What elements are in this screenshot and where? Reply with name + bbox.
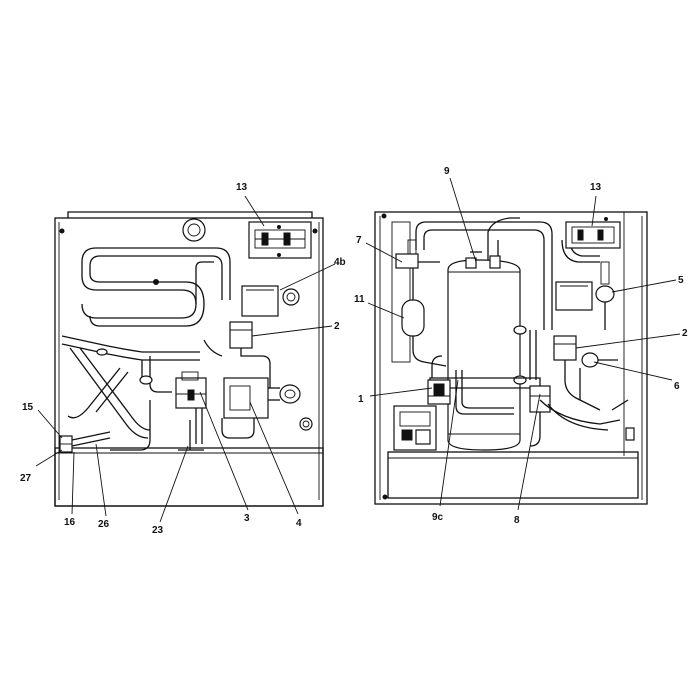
terminal-block-13-right bbox=[565, 217, 621, 249]
callout-2-right: 2 bbox=[682, 328, 688, 339]
screw-icon bbox=[382, 494, 388, 500]
valve-3 bbox=[175, 371, 207, 444]
callout-27: 27 bbox=[20, 473, 32, 484]
valve-2-right bbox=[553, 335, 601, 411]
electrical-box bbox=[393, 405, 437, 451]
callout-26: 26 bbox=[98, 519, 110, 530]
screw-icon bbox=[312, 228, 318, 234]
component-4b bbox=[241, 285, 300, 317]
callout-9: 9 bbox=[444, 166, 450, 177]
screw-icon bbox=[381, 213, 387, 219]
valve-2 bbox=[229, 321, 271, 388]
screw-icon bbox=[59, 228, 65, 234]
left-assembly bbox=[35, 195, 336, 523]
callout-8: 8 bbox=[514, 515, 520, 526]
callout-11: 11 bbox=[354, 294, 365, 305]
callout-9c: 9c bbox=[432, 512, 444, 523]
fitting-6 bbox=[579, 352, 618, 400]
callout-3: 3 bbox=[244, 513, 250, 524]
callout-13-right: 13 bbox=[590, 182, 602, 193]
filter-drier-11 bbox=[401, 268, 447, 367]
callout-7: 7 bbox=[356, 235, 362, 246]
valve-8 bbox=[529, 385, 551, 447]
bracket-23 bbox=[178, 420, 204, 451]
valve-1 bbox=[427, 379, 451, 405]
callout-4b: 4b bbox=[334, 257, 346, 268]
fitting-15-16 bbox=[59, 431, 111, 453]
terminal-block-13 bbox=[248, 221, 312, 259]
callout-13-left: 13 bbox=[236, 182, 248, 193]
callout-6: 6 bbox=[674, 381, 680, 392]
callout-4: 4 bbox=[296, 518, 302, 529]
callout-5: 5 bbox=[678, 275, 684, 286]
callout-16: 16 bbox=[64, 517, 76, 528]
right-assembly bbox=[365, 177, 681, 511]
callout-23: 23 bbox=[152, 525, 164, 536]
callout-1: 1 bbox=[358, 394, 364, 405]
callout-15: 15 bbox=[22, 402, 34, 413]
component-5 bbox=[555, 261, 615, 330]
valve-4 bbox=[221, 377, 313, 439]
compressor-9 bbox=[447, 255, 527, 451]
callout-2-left: 2 bbox=[334, 321, 340, 332]
fitting-7 bbox=[395, 239, 440, 269]
